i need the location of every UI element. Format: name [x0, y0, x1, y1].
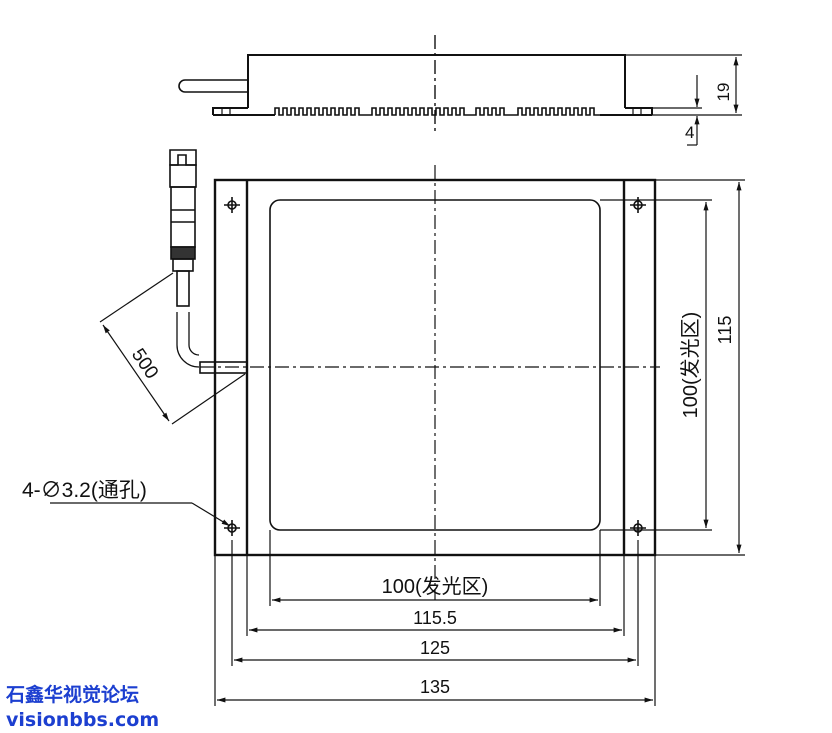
front-view	[200, 165, 660, 600]
hole-note: 4-∅3.2(通孔)	[22, 479, 147, 502]
dim-500-label: 500	[127, 345, 162, 383]
dim-hole-spacing-label: 125	[420, 638, 450, 658]
bottom-dims	[214, 530, 656, 706]
dim-4-label: 4	[685, 123, 694, 142]
watermark-url: visionbbs.com	[6, 709, 160, 731]
mounting-hole-icons	[224, 197, 646, 536]
dim-emitting-width-label: 100(发光区)	[382, 575, 489, 598]
connector-cable	[169, 149, 248, 374]
dim-inner-width-label: 115.5	[413, 608, 457, 628]
right-dims	[600, 179, 745, 556]
dim-19-label: 19	[714, 83, 733, 102]
hole-leader	[50, 502, 231, 527]
dim-500	[99, 272, 246, 425]
dim-emitting-height-label: 100(发光区)	[679, 312, 702, 419]
side-view	[178, 54, 653, 116]
watermark-title: 石鑫华视觉论坛	[6, 684, 140, 706]
dim-19	[625, 54, 742, 146]
dim-total-height-label: 115	[715, 316, 735, 345]
dim-total-width-label: 135	[420, 677, 450, 697]
